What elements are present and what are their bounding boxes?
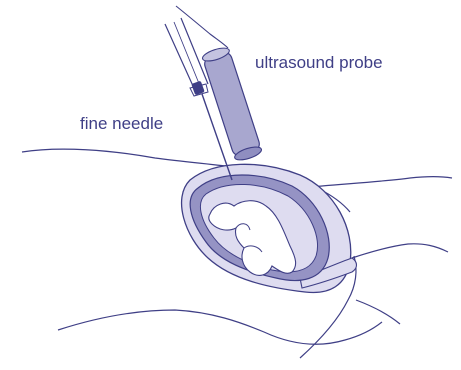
- knee-outline: [356, 300, 400, 324]
- ultrasound-probe-label: ultrasound probe: [255, 54, 383, 71]
- ultrasound-probe: [201, 45, 263, 162]
- leg-outline: [58, 310, 382, 344]
- body-right-outline: [300, 177, 452, 189]
- hip-outline: [352, 244, 448, 258]
- needle-hub: [165, 18, 208, 96]
- hand-outline: [176, 6, 228, 48]
- fine-needle-label: fine needle: [80, 115, 163, 132]
